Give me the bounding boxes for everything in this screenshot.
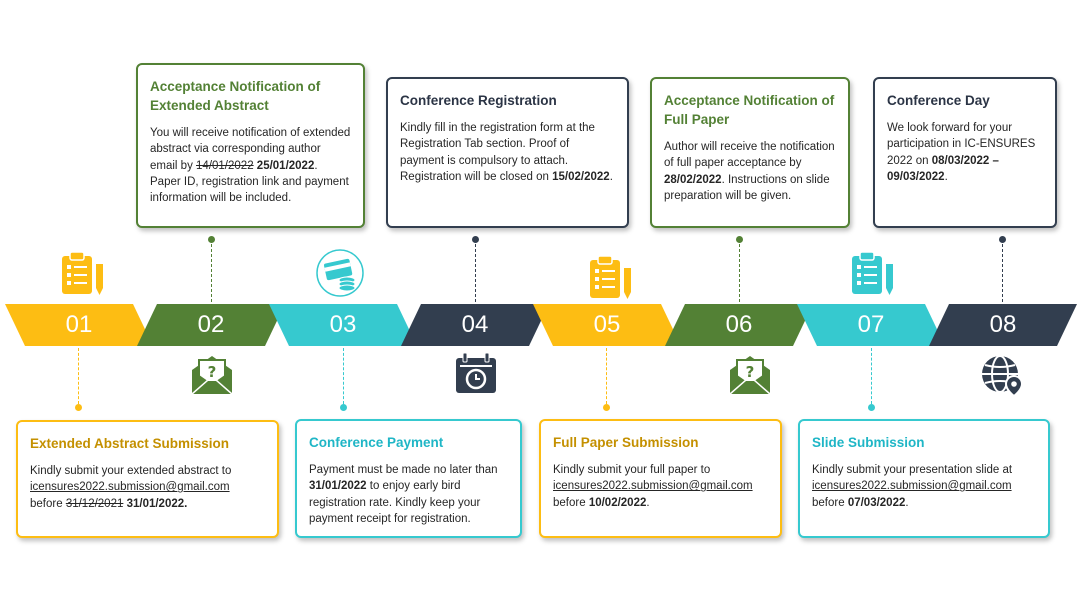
step-number: 03 [329, 311, 357, 338]
globe-location-icon [980, 354, 1024, 401]
old-date: 14/01/2022 [196, 159, 254, 172]
card-title: Conference Day [887, 93, 990, 108]
body-text: . [905, 496, 909, 509]
timeline-step-08: 08 [929, 304, 1077, 346]
card-conference-day: Conference Day We look forward for your … [873, 77, 1057, 228]
card-body: Kindly submit your presentation slide at… [812, 462, 1036, 511]
body-text: Kindly fill in the registration form at … [400, 122, 595, 183]
card-body: Payment must be made no later than 31/01… [309, 462, 508, 527]
card-body: Author will receive the notification of … [664, 139, 836, 204]
body-text: Kindly submit your extended abstract to [30, 465, 232, 477]
credit-card-icon [315, 248, 365, 303]
deadline-date: 25/01/2022 [256, 159, 315, 172]
connector-line [871, 348, 872, 404]
deadline-date: 15/02/2022 [552, 170, 610, 183]
card-full-paper-submission: Full Paper Submission Kindly submit your… [539, 419, 782, 538]
email-link[interactable]: icensures2022.submission@gmail.com [812, 480, 1012, 493]
card-title: Extended Abstract Submission [30, 436, 230, 451]
connector-line [78, 348, 79, 404]
body-text: Payment must be made no later than [309, 464, 498, 476]
connector-line [739, 244, 740, 302]
body-text: before [30, 497, 66, 510]
timeline-step-05: 05 [533, 304, 681, 346]
old-date: 31/12/2021 [65, 497, 124, 510]
step-number: 07 [857, 311, 885, 338]
timeline-step-02: 02 [137, 304, 285, 346]
body-text: You will receive notification of extende… [150, 127, 351, 172]
timeline-step-04: 04 [401, 304, 549, 346]
connector-dot [472, 236, 479, 243]
card-body: You will receive notification of extende… [150, 125, 351, 206]
timeline-step-01: 01 [5, 304, 153, 346]
deadline-date: 07/03/2022 [847, 496, 906, 509]
card-body: Kindly fill in the registration form at … [400, 120, 615, 185]
deadline-date: 31/01/2022 [309, 480, 367, 493]
body-text: Author will receive the notification of … [664, 141, 835, 170]
card-slide-submission: Slide Submission Kindly submit your pres… [798, 419, 1050, 538]
body-text: before [553, 496, 589, 509]
card-acceptance-full-paper: Acceptance Notification of Full Paper Au… [650, 77, 850, 228]
connector-dot [868, 404, 875, 411]
deadline-date: 31/01/2022. [126, 497, 188, 510]
svg-text:?: ? [746, 363, 755, 381]
timeline-step-03: 03 [269, 304, 417, 346]
deadline-date: 08/03/2022 – 09/03/2022 [887, 154, 999, 183]
step-number: 05 [593, 311, 621, 338]
calendar-icon [454, 352, 498, 400]
deadline-date: 28/02/2022 [664, 173, 722, 186]
svg-text:?: ? [208, 363, 217, 381]
card-body: Kindly submit your extended abstract to i… [30, 463, 265, 512]
card-body: Kindly submit your full paper to icensure… [553, 462, 768, 511]
clipboard-icon [60, 251, 106, 301]
body-text: . [944, 170, 948, 183]
connector-line [475, 244, 476, 302]
timeline-step-07: 07 [797, 304, 945, 346]
deadline-date: 10/02/2022 [588, 496, 647, 509]
step-number: 04 [461, 311, 489, 338]
card-acceptance-extended-abstract: Acceptance Notification of Extended Abst… [136, 63, 365, 228]
card-conference-payment: Conference Payment Payment must be made … [295, 419, 522, 538]
card-title: Conference Registration [400, 93, 557, 108]
clipboard-icon [588, 255, 634, 305]
connector-dot [736, 236, 743, 243]
body-text: We look forward for your participation i… [887, 122, 1036, 167]
connector-line [343, 348, 344, 404]
body-text: . Instructions on slide preparation will… [664, 173, 830, 202]
card-title: Conference Payment [309, 435, 444, 450]
connector-dot [75, 404, 82, 411]
card-title: Acceptance Notification of Extended Abst… [150, 79, 321, 113]
body-text: Kindly submit your presentation slide at [812, 464, 1013, 476]
body-text: before [812, 496, 848, 509]
card-conference-registration: Conference Registration Kindly fill in t… [386, 77, 629, 228]
card-body: We look forward for your participation i… [887, 120, 1043, 185]
mail-question-icon: ? [190, 352, 234, 401]
card-title: Slide Submission [812, 435, 925, 450]
body-text: . [646, 496, 650, 509]
step-number: 02 [197, 311, 225, 338]
card-extended-abstract-submission: Extended Abstract Submission Kindly subm… [16, 420, 279, 538]
step-number: 06 [725, 311, 753, 338]
mail-question-icon: ? [728, 352, 772, 401]
connector-dot [603, 404, 610, 411]
timeline-step-06: 06 [665, 304, 813, 346]
connector-line [606, 348, 607, 404]
body-text: . [609, 170, 613, 183]
connector-line [1002, 244, 1003, 302]
step-number: 08 [989, 311, 1017, 338]
connector-dot [340, 404, 347, 411]
email-link[interactable]: icensures2022.submission@gmail.com [553, 480, 753, 493]
step-number: 01 [65, 311, 93, 338]
body-text: . Paper ID, registration link and paymen… [150, 159, 349, 205]
connector-line [211, 244, 212, 302]
card-title: Acceptance Notification of Full Paper [664, 93, 835, 127]
email-link[interactable]: icensures2022.submission@gmail.com [30, 481, 230, 494]
body-text: Kindly submit your full paper to [553, 464, 711, 476]
connector-dot [999, 236, 1006, 243]
card-title: Full Paper Submission [553, 435, 699, 450]
body-text: to enjoy early bird registration rate. K… [309, 480, 481, 525]
clipboard-icon [850, 251, 896, 301]
connector-dot [208, 236, 215, 243]
